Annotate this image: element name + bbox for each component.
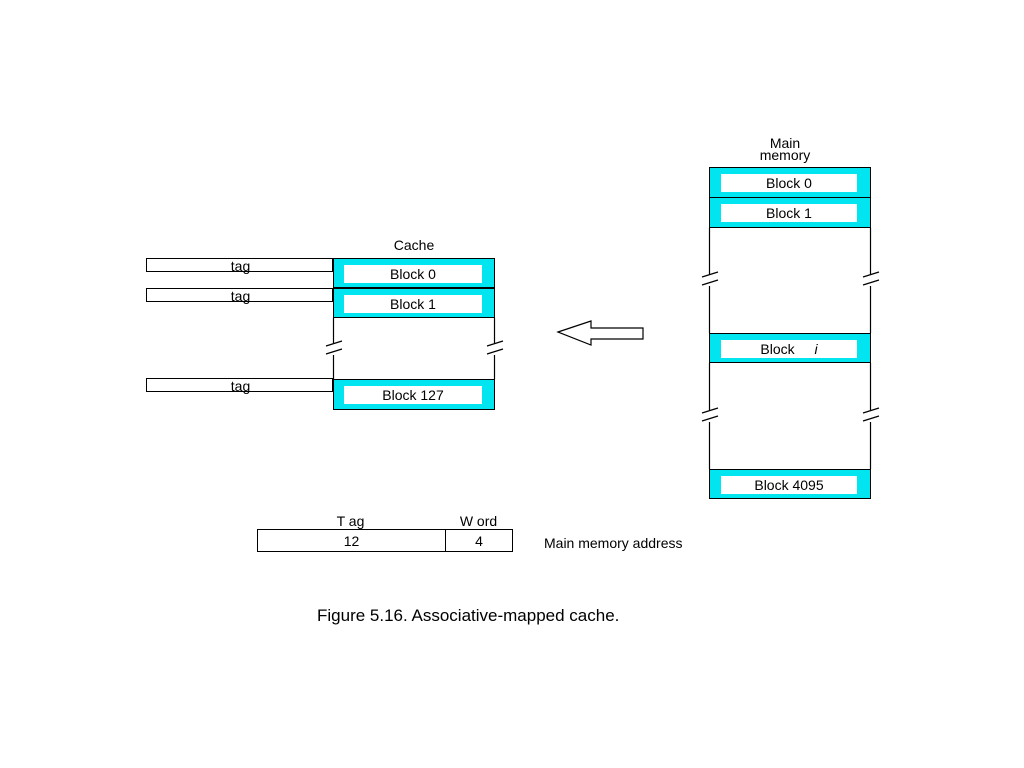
cache-block-label: Block 0	[390, 266, 436, 282]
memory-block-4095: Block 4095	[709, 469, 871, 499]
address-tag-header: T ag	[336, 513, 365, 529]
address-word-header: W ord	[459, 513, 498, 529]
memory-block-1: Block 1	[709, 197, 871, 228]
cache-block-label: Block 1	[390, 296, 436, 312]
address-divider	[445, 530, 446, 551]
tag-entry-1: tag	[146, 288, 333, 304]
memory-block-i: Block i	[709, 333, 871, 363]
address-label: Main memory address	[544, 535, 683, 551]
cache-block-1: Block 1	[333, 288, 495, 318]
address-format-row: 12 4	[257, 529, 513, 552]
memory-block-index: i	[814, 341, 818, 357]
cache-block-0: Block 0	[333, 258, 495, 288]
tag-label: tag	[230, 258, 251, 274]
address-word-bits: 4	[475, 533, 483, 549]
cache-block-label: Block 127	[382, 387, 444, 403]
tag-label: tag	[230, 378, 251, 394]
main-memory-title: Main memory	[730, 135, 840, 163]
main-memory-title-line1: Main	[769, 135, 801, 151]
tag-label: tag	[230, 288, 251, 304]
memory-block-label: Block 4095	[754, 477, 824, 493]
main-memory-title-line2: memory	[759, 147, 811, 163]
cache-block-127: Block 127	[333, 379, 495, 410]
figure-caption: Figure 5.16. Associative-mapped cache.	[317, 606, 620, 625]
tag-entry-127: tag	[146, 378, 333, 394]
address-tag-bits: 12	[343, 533, 360, 549]
memory-block-label: Block 0	[766, 175, 812, 191]
left-arrow-icon	[556, 320, 644, 346]
memory-block-label: Block 1	[766, 205, 812, 221]
cache-title: Cache	[393, 237, 435, 253]
memory-block-0: Block 0	[709, 167, 871, 198]
memory-block-label: Block	[760, 341, 795, 357]
tag-entry-0: tag	[146, 258, 333, 274]
